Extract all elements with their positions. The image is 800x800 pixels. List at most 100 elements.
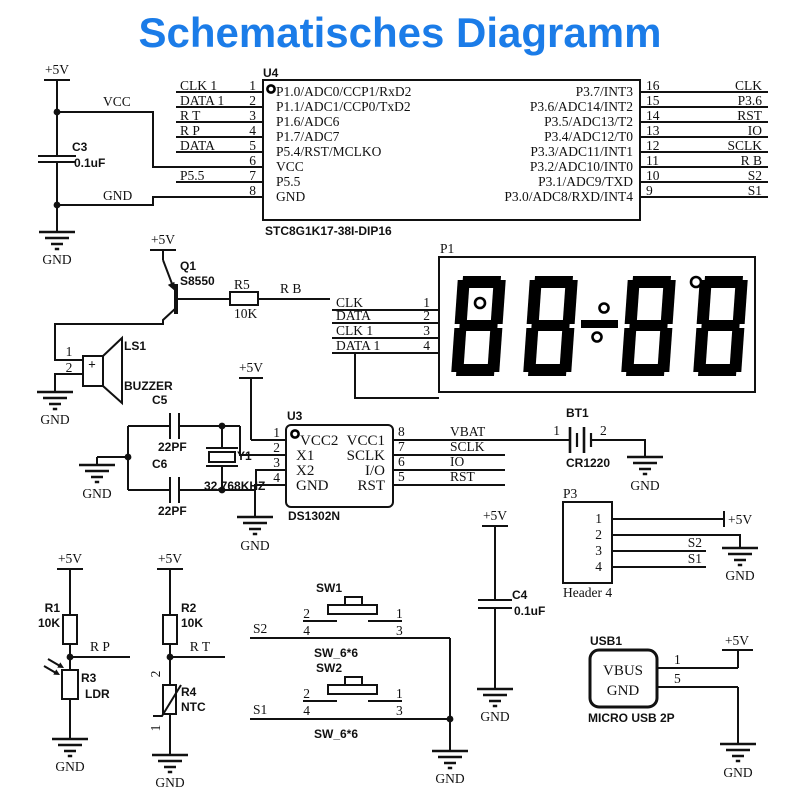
p1-pin-net: CLK <box>336 295 363 310</box>
display-dot <box>689 275 703 289</box>
c5-value: 22PF <box>158 440 187 454</box>
gnd-label: GND <box>240 538 269 553</box>
u4-pin1-marker <box>266 84 276 94</box>
p3-pin-num: 2 <box>595 527 602 542</box>
u4-body <box>262 79 641 221</box>
bt1-pin1: 1 <box>553 423 560 438</box>
p3-pin-num: 3 <box>595 543 602 558</box>
display-dot <box>473 296 487 310</box>
r1-resistor <box>62 614 78 645</box>
c6-value: 22PF <box>158 504 187 518</box>
u4-pin-num: 6 <box>249 153 256 168</box>
r5-ref: R5 <box>234 277 250 292</box>
gnd-symbol <box>430 749 470 770</box>
u4-part: STC8G1K17-38I-DIP16 <box>265 224 392 238</box>
light-arrows <box>43 658 61 674</box>
buzzer-plus: + <box>88 357 96 372</box>
r4-part: NTC <box>181 700 206 714</box>
gnd-symbol <box>720 546 760 567</box>
u4-pin-num: 2 <box>249 93 256 108</box>
gnd-symbol <box>625 455 665 476</box>
p1-display: P1 CLK DATA CLK 1 DATA 1 1 2 3 4 <box>332 241 756 399</box>
u4-right-net: S2 <box>748 168 762 183</box>
c5-ref: C5 <box>152 393 168 407</box>
junction-dot <box>124 453 132 461</box>
sw2-part: SW_6*6 <box>314 727 358 741</box>
u4-pin-num: 8 <box>249 183 256 198</box>
s1-net-label: S1 <box>253 702 267 717</box>
p3-header: P3 1 2 3 4 +5V S2 S1 Header 4 GND <box>562 486 760 600</box>
r2-r4-ntc-divider: +5V R2 10K R T 2 R4 NTC 1 GND <box>148 551 225 790</box>
u3-fn: GND <box>296 478 329 494</box>
s2-net-label: S2 <box>253 621 267 636</box>
gnd-symbol <box>35 390 75 411</box>
gnd-symbol <box>77 463 117 484</box>
seven-segment-digits <box>451 275 748 376</box>
r1-r3-ldr-divider: +5V R1 10K R P R3 LDR GND <box>38 551 130 774</box>
sw2-ref: SW2 <box>316 661 342 675</box>
u4-right-net: P3.6 <box>738 93 763 108</box>
u4-pin-num: 5 <box>249 138 256 153</box>
u4-fn: P3.3/ADC11/INT1 <box>530 144 633 159</box>
u4-fn: P5.4/RST/MCLKO <box>276 144 382 159</box>
q1-buzzer-circuit: +5V Q1 S8550 R5 10K R B LS1 BUZZER + 1 2… <box>35 232 330 427</box>
u4-right-net: S1 <box>748 183 762 198</box>
usb1-connector: USB1 VBUS GND 1 5 +5V MICRO USB 2P GND <box>588 633 758 780</box>
buzzer-label: BUZZER <box>124 379 173 393</box>
p3-pin-num: 1 <box>595 511 602 526</box>
u4-fn: P3.5/ADC13/T2 <box>544 114 633 129</box>
ntc-mark <box>153 684 182 717</box>
u4-pin-num: 3 <box>249 108 256 123</box>
u3-ref: U3 <box>287 409 303 423</box>
p5v-label: +5V <box>725 633 749 648</box>
c3-value: 0.1uF <box>74 156 105 170</box>
gnd-label: GND <box>630 478 659 493</box>
switches: SW1 2 1 4 3 S2 SW_6*6 SW2 2 1 4 3 S1 SW_… <box>250 581 470 786</box>
u4-left-net: P5.5 <box>180 168 205 183</box>
u3-fn: X1 <box>296 448 314 464</box>
u3-pin-num: 7 <box>398 439 405 454</box>
gnd-label: GND <box>723 765 752 780</box>
c4-decoupling: +5V C4 0.1uF GND <box>475 508 545 724</box>
u4-fn: P5.5 <box>276 174 301 189</box>
p1-pin-net: DATA <box>336 308 371 323</box>
usb1-ref: USB1 <box>590 634 622 648</box>
p5v-label: +5V <box>728 512 752 527</box>
usb1-pin5: 5 <box>674 671 681 686</box>
r1-value: 10K <box>38 616 60 630</box>
p1-pin-num: 3 <box>423 323 430 338</box>
gnd-symbol <box>37 230 77 251</box>
u4-right-net: CLK <box>735 78 762 93</box>
u4-left-net: R T <box>180 108 201 123</box>
u3-fn: RST <box>357 478 385 494</box>
q1-emitter-arrow <box>167 281 175 291</box>
usb1-pin1: 1 <box>674 652 681 667</box>
u4-ref: U4 <box>263 66 279 80</box>
p5v-label: +5V <box>151 232 175 247</box>
rp-net-label: R P <box>90 639 110 654</box>
usb1-part: MICRO USB 2P <box>588 711 675 725</box>
p5v-label: +5V <box>58 551 82 566</box>
usb1-gnd: GND <box>607 683 640 699</box>
s2-net-label: S2 <box>688 535 702 550</box>
sw1-pin2: 2 <box>303 606 310 621</box>
gnd-net-label: GND <box>103 188 132 203</box>
u3-pin-num: 4 <box>273 470 280 485</box>
light-arrowhead <box>57 662 64 668</box>
gnd-symbol <box>50 737 90 758</box>
colon-dot <box>598 302 610 314</box>
p5v-label: +5V <box>158 551 182 566</box>
u4-fn: GND <box>276 189 305 204</box>
gnd-label: GND <box>435 771 464 786</box>
y1-crystal <box>208 451 236 463</box>
sw1-part: SW_6*6 <box>314 646 358 660</box>
u4-right-net: R B <box>741 153 762 168</box>
u4-pin-num: 11 <box>646 153 659 168</box>
u4-fn: P3.0/ADC8/RXD/INT4 <box>504 189 633 204</box>
buzzer-pin2: 2 <box>66 360 73 375</box>
r4-ref: R4 <box>181 685 197 699</box>
u3-pin-num: 5 <box>398 469 405 484</box>
u4-fn: P3.1/ADC9/TXD <box>538 174 633 189</box>
battery-short-plates <box>575 433 593 447</box>
